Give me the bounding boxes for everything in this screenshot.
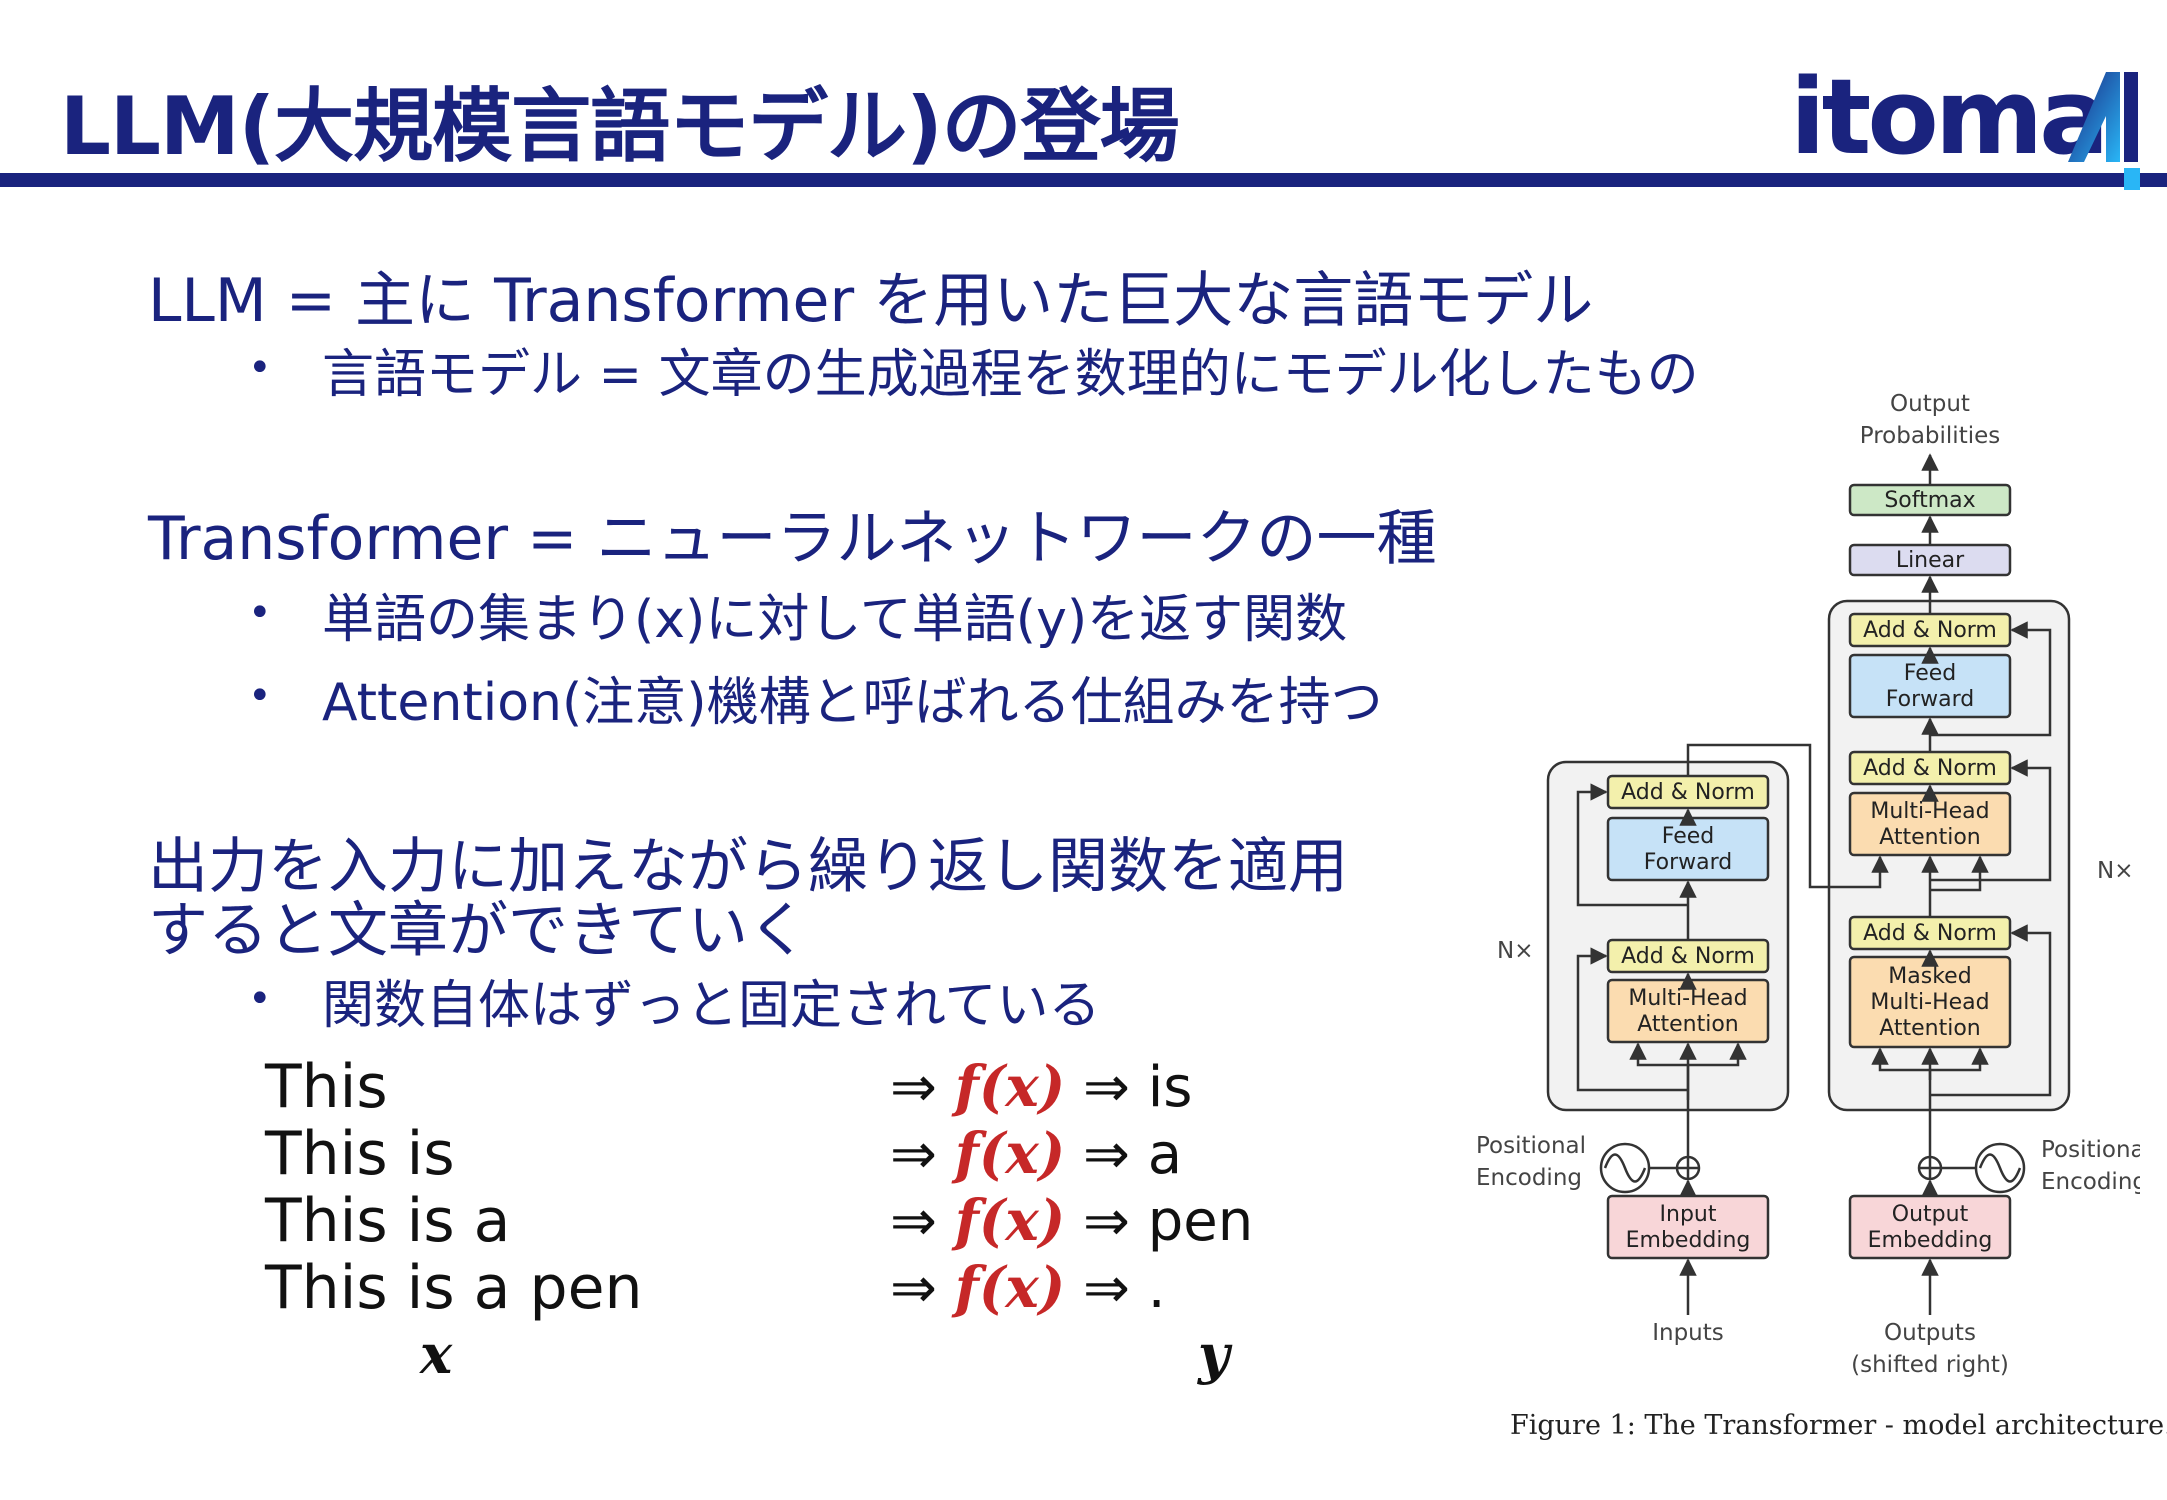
decoder-attention-label: Attention [1879, 825, 1981, 850]
encoder-add-norm-1-label: Add & Norm [1621, 944, 1755, 969]
positional-encoding-label: Encoding [1476, 1165, 1582, 1191]
logo-ai-mark-icon [2068, 72, 2140, 190]
y-label: 𝒚 [1198, 1322, 1230, 1386]
bullet-dot: • [248, 590, 272, 636]
example-output: is [1147, 1055, 1193, 1120]
bullet-dot: • [248, 976, 272, 1022]
decoder-add-norm-2-label: Add & Norm [1863, 756, 1997, 781]
bullet-fixed-function: 関数自体はずっと固定されている [322, 976, 1101, 1036]
x-label: 𝒙 [420, 1322, 453, 1386]
encoder-mha-label: Multi-Head [1628, 986, 1747, 1011]
decoder-feed-label: Feed [1904, 661, 1957, 686]
masked-mha-label: Multi-Head [1870, 990, 1989, 1015]
arrow-icon: ⇒ [1083, 1055, 1130, 1120]
encoder-block [1546, 760, 1790, 1112]
input-embedding-label: Embedding [1626, 1228, 1751, 1253]
arrow-icon: ⇒ [890, 1256, 937, 1321]
masked-attention-label: Attention [1879, 1016, 1981, 1041]
example-output: . [1147, 1256, 1166, 1321]
output-probabilities-label: Probabilities [1860, 423, 2001, 449]
output-embedding-label: Embedding [1868, 1228, 1993, 1253]
bullet-attention: Attention(注意)機構と呼ばれる仕組みを持つ [322, 673, 1383, 733]
arrow-icon: ⇒ [890, 1055, 937, 1120]
decoder-nx-label: N× [2097, 858, 2133, 884]
positional-encoding-label: Encoding [2041, 1169, 2140, 1195]
arrow-icon: ⇒ [1083, 1122, 1130, 1187]
outputs-label: Outputs [1884, 1320, 1976, 1346]
bullet-language-model: 言語モデル = 文章の生成過程を数理的にモデル化したもの [322, 345, 1699, 405]
example-mapping: ⇒ 𝒇(𝒙) ⇒ . [890, 1255, 1166, 1321]
encoder-add-norm-2-label: Add & Norm [1621, 780, 1755, 805]
example-input: This is a [265, 1186, 511, 1256]
example-mapping: ⇒ 𝒇(𝒙) ⇒ pen [890, 1188, 1253, 1254]
function-label: 𝒇(𝒙) [954, 1188, 1066, 1254]
encoder-forward-label: Forward [1644, 850, 1732, 875]
arrow-icon: ⇒ [1083, 1256, 1130, 1321]
transformer-architecture-diagram: Add & Norm Feed Forward Add & Norm Multi… [1476, 391, 2140, 1378]
section-heading-generation-line1: 出力を入力に加えながら繰り返し関数を適用 [148, 832, 1348, 902]
function-label: 𝒇(𝒙) [954, 1255, 1066, 1321]
example-mapping: ⇒ 𝒇(𝒙) ⇒ is [890, 1054, 1192, 1120]
logo-text: itoma [1790, 56, 2109, 178]
linear-label: Linear [1896, 548, 1965, 573]
positional-encoding-label: Positional [1476, 1133, 1586, 1159]
decoder-add-norm-3-label: Add & Norm [1863, 618, 1997, 643]
section-heading-transformer: Transformer = ニューラルネットワークの一種 [148, 504, 1437, 574]
inputs-label: Inputs [1652, 1320, 1724, 1346]
encoder-feed-label: Feed [1662, 824, 1715, 849]
example-input: This is a pen [265, 1253, 643, 1323]
arrow-icon: ⇒ [890, 1189, 937, 1254]
bullet-dot: • [248, 673, 272, 719]
decoder-forward-label: Forward [1886, 687, 1974, 712]
bullet-function: 単語の集まり(x)に対して単語(y)を返す関数 [322, 590, 1348, 650]
example-output: a [1147, 1122, 1183, 1187]
output-probabilities-label: Output [1890, 391, 1970, 417]
example-input: This is [265, 1119, 455, 1189]
example-output: pen [1147, 1189, 1254, 1254]
itoma-logo: itoma [1790, 62, 2140, 192]
encoder-nx-label: N× [1497, 938, 1533, 964]
encoder-attention-label: Attention [1637, 1012, 1739, 1037]
section-heading-generation-line2: すると文章ができていく [148, 896, 808, 966]
input-embedding-label: Input [1660, 1202, 1717, 1227]
title-underline [0, 173, 2167, 187]
decoder-add-norm-1-label: Add & Norm [1863, 921, 1997, 946]
arrow-icon: ⇒ [890, 1122, 937, 1187]
decoder-mha-label: Multi-Head [1870, 799, 1989, 824]
output-embedding-label: Output [1892, 1202, 1969, 1227]
example-input: This [265, 1052, 388, 1122]
function-label: 𝒇(𝒙) [954, 1121, 1066, 1187]
example-mapping: ⇒ 𝒇(𝒙) ⇒ a [890, 1121, 1182, 1187]
arrow-icon: ⇒ [1083, 1189, 1130, 1254]
section-heading-llm: LLM = 主に Transformer を用いた巨大な言語モデル [148, 266, 1594, 336]
softmax-label: Softmax [1884, 488, 1975, 513]
masked-label: Masked [1888, 964, 1971, 989]
outputs-shifted-label: (shifted right) [1851, 1352, 2009, 1378]
figure-caption: Figure 1: The Transformer - model archit… [1510, 1410, 2167, 1441]
function-label: 𝒇(𝒙) [954, 1054, 1066, 1120]
positional-encoding-label: Positional [2041, 1137, 2140, 1163]
bullet-dot: • [248, 345, 272, 391]
page-title: LLM(大規模言語モデル)の登場 [60, 80, 1180, 173]
